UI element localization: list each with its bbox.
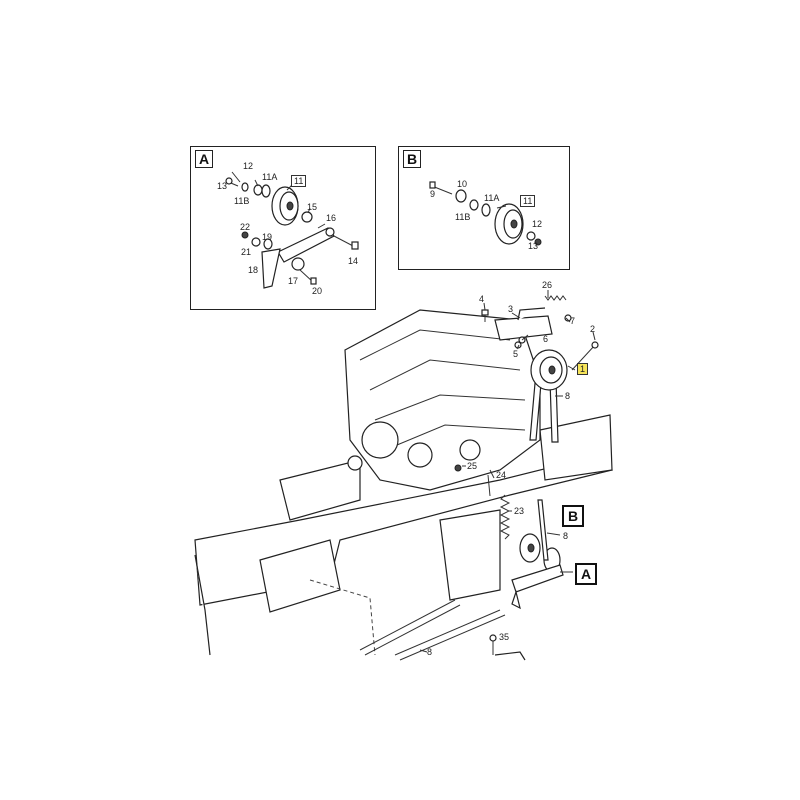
callout-b-9: 9 [430,189,436,199]
callout-main-4: 4 [479,294,485,304]
callout-main-1: 1 [577,363,589,375]
callout-main-7: 7 [570,316,576,326]
callout-b-11b: 11B [455,212,471,222]
callout-main-23: 23 [514,506,525,516]
callout-main-8-lower: 8 [427,647,433,657]
callout-a-16: 16 [326,213,337,223]
callout-a-21: 21 [241,247,252,257]
callout-a-13: 13 [217,181,228,191]
main-assembly-drawing [194,290,614,661]
callout-a-19: 19 [262,232,273,242]
callout-a-11b: 11B [234,196,250,206]
callout-main-25: 25 [467,461,478,471]
callout-a-14: 14 [348,256,359,266]
inset-b-letter: B [403,150,421,168]
callout-main-5: 5 [513,349,519,359]
callout-b-11: 11 [520,195,536,207]
ref-a: A [575,563,597,585]
callout-a-22: 22 [240,222,251,232]
callout-a-18: 18 [248,265,259,275]
callout-a-17: 17 [288,276,299,286]
callout-main-3: 3 [508,304,514,314]
callout-a-20: 20 [312,286,323,296]
ref-b: B [562,505,584,527]
callout-main-24: 24 [496,470,507,480]
callout-a-12: 12 [243,161,254,171]
callout-main-2: 2 [590,324,596,334]
inset-a-drawing [225,171,359,289]
inset-a: A [190,146,376,310]
callout-main-26: 26 [542,280,553,290]
callout-main-6: 6 [543,334,549,344]
callout-b-10: 10 [457,179,468,189]
callout-a-15: 15 [307,202,318,212]
callout-main-35: 35 [499,632,510,642]
callout-a-11: 11 [291,175,307,187]
inset-b-drawing [429,181,542,246]
inset-a-letter: A [195,150,213,168]
callout-main-8-mid: 8 [563,531,569,541]
callout-b-13: 13 [528,241,539,251]
callout-b-12: 12 [532,219,543,229]
callout-a-11a: 11A [262,172,278,182]
callout-b-11a: 11A [484,193,500,203]
callout-main-8-upper: 8 [565,391,571,401]
